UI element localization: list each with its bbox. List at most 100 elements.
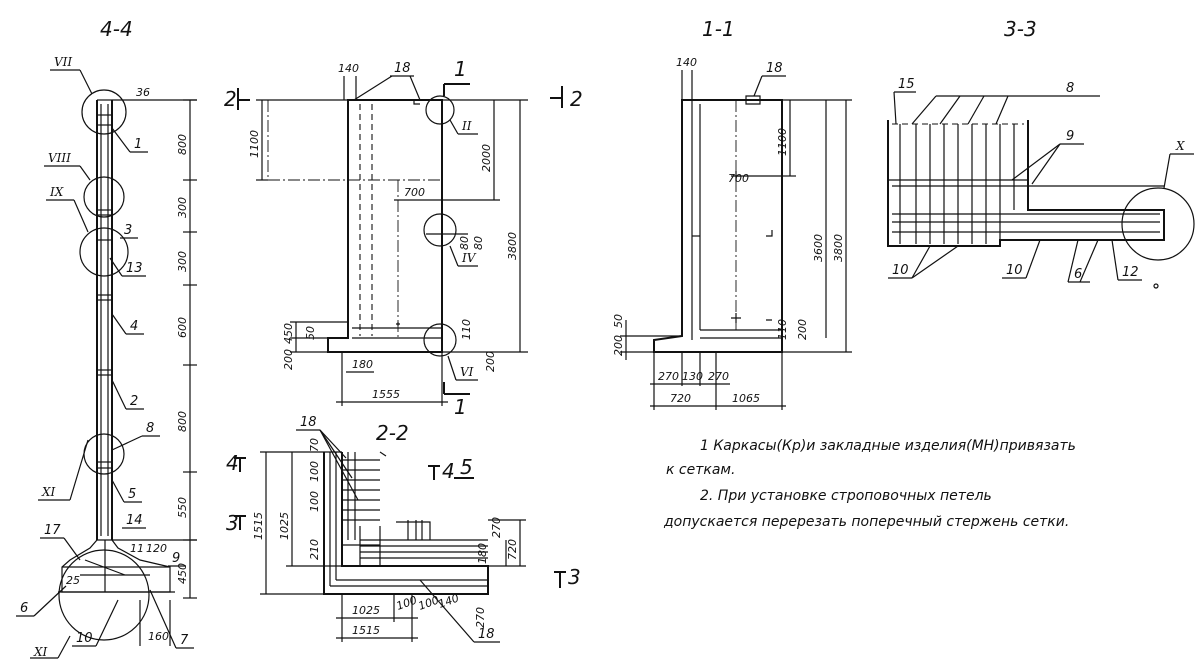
dim-80-b: 80 xyxy=(472,236,485,250)
callout-circle-X xyxy=(1121,187,1195,261)
dim-70-plan: 70 xyxy=(308,438,321,452)
cut-mark-1-top: 1 xyxy=(454,57,467,81)
cut-mark-3-right: 3 xyxy=(568,565,581,589)
cut-mark-3-left: 3 xyxy=(226,511,239,535)
dim-25: 25 xyxy=(66,574,80,587)
section-title-4-4: 4-4 xyxy=(100,17,133,41)
callout-circle-IV xyxy=(423,213,457,247)
section-title-3-3: 3-3 xyxy=(1004,17,1037,41)
dim-180-plan: 180 xyxy=(476,543,489,564)
position-18-plan-top: 18 xyxy=(300,415,317,430)
dim-11: 11 xyxy=(130,542,144,555)
roman-label-XI-bottom: XI xyxy=(33,645,48,659)
cut-mark-1-bottom: 1 xyxy=(454,395,467,419)
note-1-line-1: 1 Каркасы(Кр)и закладные изделия(МН)прив… xyxy=(700,438,1076,454)
callout-circle-VI xyxy=(423,323,457,357)
dim-800-bottom: 800 xyxy=(176,411,189,432)
roman-label-IX: IX xyxy=(49,185,64,199)
dim-200-front-left: 200 xyxy=(282,349,295,370)
position-6: 6 xyxy=(20,601,28,616)
callout-circle-XI-bottom xyxy=(58,549,150,641)
position-5: 5 xyxy=(128,487,136,502)
dim-100-plan-a: 100 xyxy=(308,461,321,482)
position-6-3-3: 6 xyxy=(1074,267,1082,282)
roman-label-VII: VII xyxy=(54,55,72,69)
dim-270-1-1-b: 270 xyxy=(708,370,729,383)
section-3-3: 3-3 X 15 8 9 10 10 6 xyxy=(887,17,1195,289)
roman-label-XI-top: XI xyxy=(41,485,56,499)
cut-mark-4-right: 4 xyxy=(442,459,455,483)
dim-3600: 3600 xyxy=(812,234,825,262)
dim-450-front: 450 xyxy=(282,323,295,344)
roman-label-II: II xyxy=(461,119,472,133)
dim-130-1-1: 130 xyxy=(682,370,703,383)
dim-110-front: 110 xyxy=(460,319,473,340)
position-10: 10 xyxy=(76,631,93,646)
dim-3800-front: 3800 xyxy=(506,232,519,260)
dim-1100-front: 1100 xyxy=(248,130,261,158)
dim-1515-plan: 1515 xyxy=(352,624,380,637)
position-9-3-3: 9 xyxy=(1066,129,1074,144)
cut-mark-2-right: 2 xyxy=(570,87,583,111)
dim-700-front: 700 xyxy=(404,186,425,199)
dim-140-front: 140 xyxy=(338,62,359,75)
note-2-line-2: допускается перерезать поперечный стерже… xyxy=(663,514,1069,530)
position-4: 4 xyxy=(130,319,138,334)
dim-300-b: 300 xyxy=(176,251,189,272)
section-title-2-2: 2-2 xyxy=(376,421,409,445)
position-10-3-3-a: 10 xyxy=(892,263,909,278)
position-8: 8 xyxy=(146,421,154,436)
section-1-1: 1-1 18 140 700 1100 3600 3800 110 200 2 xyxy=(612,17,852,410)
dim-100-plan-c: 100 xyxy=(395,593,419,612)
dim-1025-plan: 1025 xyxy=(352,604,380,617)
dim-450: 450 xyxy=(176,563,189,584)
note-1-line-2: к сеткам. xyxy=(666,462,735,478)
callout-circle-II xyxy=(425,95,455,125)
position-18-plan-bottom: 18 xyxy=(478,627,495,642)
dim-2000-front: 2000 xyxy=(480,144,493,172)
position-17: 17 xyxy=(44,523,61,538)
section-title-1-1: 1-1 xyxy=(702,17,735,41)
dim-1065: 1065 xyxy=(732,392,760,405)
section-4-4: 4-4 VII VIII IX X xyxy=(16,17,197,659)
dim-100-plan-b: 100 xyxy=(308,491,321,512)
dim-140-1-1: 140 xyxy=(676,56,697,69)
position-3: 3 xyxy=(124,223,132,238)
dim-550: 550 xyxy=(176,497,189,518)
position-12: 12 xyxy=(1122,265,1139,280)
dim-1025-vertical: 1025 xyxy=(278,512,291,540)
dim-200-front-right: 200 xyxy=(484,351,497,372)
dim-720-plan: 720 xyxy=(506,539,519,560)
cut-mark-2-left: 2 xyxy=(224,87,237,111)
dim-80-a: 80 xyxy=(458,236,471,250)
position-18-front: 18 xyxy=(394,61,411,76)
dim-110-1-1: 110 xyxy=(776,319,789,340)
cut-mark-5: 5 xyxy=(460,455,473,479)
dim-160: 160 xyxy=(148,630,169,643)
roman-label-VIII: VIII xyxy=(48,151,71,165)
position-8-3-3: 8 xyxy=(1066,81,1074,96)
dim-200-1-1-right: 200 xyxy=(796,319,809,340)
roman-label-X: X xyxy=(1175,139,1185,153)
position-13: 13 xyxy=(126,261,143,276)
position-18-1-1: 18 xyxy=(766,61,783,76)
section-2-2: 2-2 18 18 4 4 5 3 3 xyxy=(226,415,581,643)
dim-120: 120 xyxy=(146,542,167,555)
dim-50-front: 50 xyxy=(304,326,317,340)
dim-1515-vertical: 1515 xyxy=(252,512,265,540)
roman-label-IV: IV xyxy=(461,251,477,265)
dim-700-1-1: 700 xyxy=(728,172,749,185)
position-14: 14 xyxy=(126,513,143,528)
dim-720-1-1: 720 xyxy=(670,392,691,405)
position-2: 2 xyxy=(130,394,138,409)
position-10-3-3-b: 10 xyxy=(1006,263,1023,278)
dim-180-front: 180 xyxy=(352,358,373,371)
position-15: 15 xyxy=(898,77,915,92)
dim-300-a: 300 xyxy=(176,197,189,218)
dim-270-plan: 270 xyxy=(490,517,503,538)
dim-36: 36 xyxy=(136,86,150,99)
callout-circle-IX xyxy=(79,227,129,277)
callout-circle-VII xyxy=(81,89,127,135)
position-1: 1 xyxy=(134,137,142,152)
